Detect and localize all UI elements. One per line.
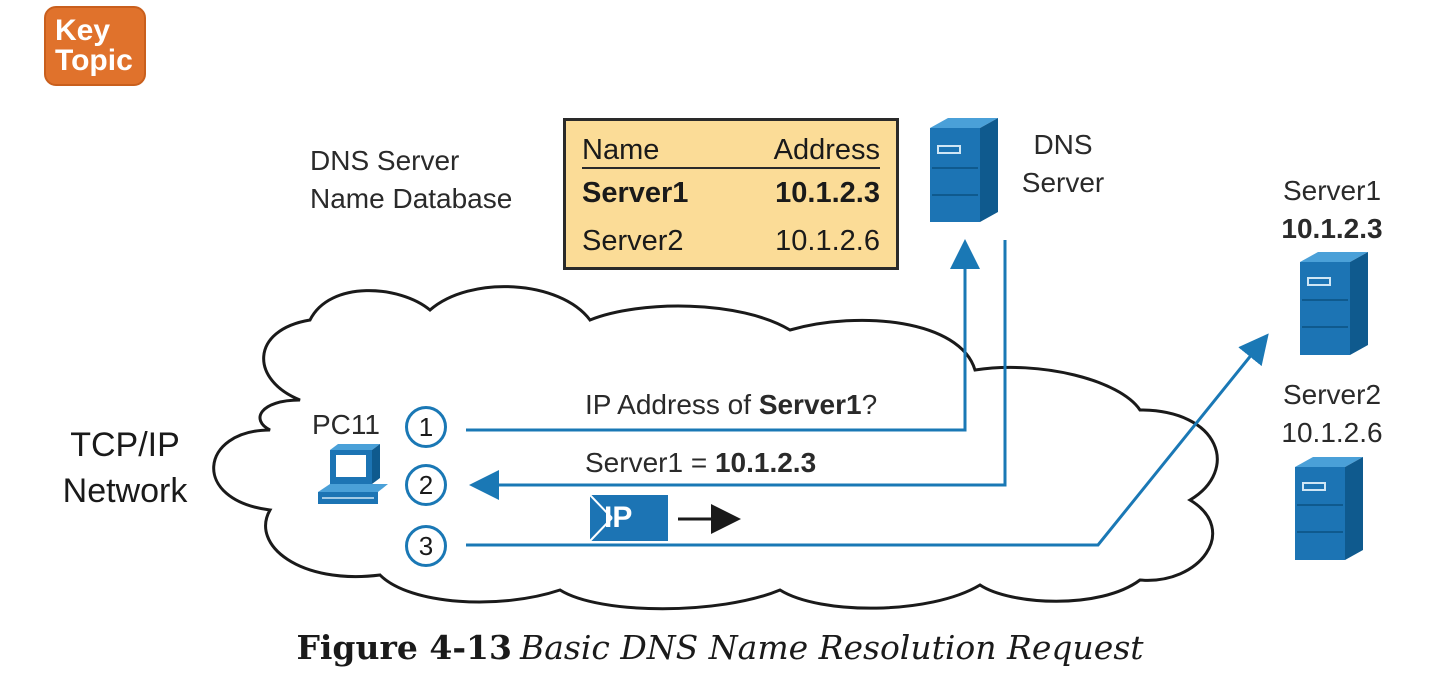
db-label-line2: Name Database: [310, 183, 513, 214]
ip-packet-label: IP: [604, 501, 633, 534]
row-address: 10.1.2.6: [775, 225, 880, 257]
dns-name-table: Name Address Server1 10.1.2.3 Server2 10…: [563, 118, 899, 270]
network-label-line2: Network: [62, 472, 188, 510]
server1-label: Server1 10.1.2.3: [1262, 172, 1402, 248]
row-address: 10.1.2.3: [775, 177, 880, 209]
dns-server-icon: [930, 118, 998, 222]
table-row: Server1 10.1.2.3: [582, 173, 880, 213]
pc-icon: [318, 444, 388, 504]
server1-icon: [1300, 252, 1368, 355]
db-label-line1: DNS Server: [310, 145, 460, 176]
reply-address: 10.1.2.3: [714, 447, 817, 478]
query-message: IP Address of Server1?: [585, 386, 877, 424]
dns-server-label: DNS Server: [1018, 126, 1108, 202]
figure-title: Basic DNS Name Resolution Request: [519, 628, 1144, 667]
server2-name: Server2: [1282, 379, 1382, 410]
network-label: TCP/IP Network: [40, 422, 210, 514]
row-name: Server2: [582, 225, 684, 257]
reply-prefix: Server1 =: [585, 447, 715, 478]
row-name: Server1: [582, 177, 689, 209]
server2-label: Server2 10.1.2.6: [1262, 376, 1402, 452]
header-address: Address: [773, 134, 880, 166]
step-1-marker: 1: [405, 406, 447, 448]
query-name: Server1: [758, 389, 862, 420]
ip-packet-icon: [589, 494, 668, 542]
header-name: Name: [582, 134, 660, 166]
server2-address: 10.1.2.6: [1281, 417, 1383, 448]
db-label: DNS Server Name Database: [310, 142, 512, 218]
reply-message: Server1 = 10.1.2.3: [585, 444, 816, 482]
key-topic-badge: Key Topic: [44, 6, 146, 86]
server2-icon: [1295, 457, 1363, 560]
step-3-marker: 3: [405, 525, 447, 567]
step-2-marker: 2: [405, 464, 447, 506]
query-suffix: ?: [861, 389, 878, 420]
query-arrow: [466, 239, 980, 432]
server1-name: Server1: [1282, 175, 1382, 206]
pc-label: PC11: [312, 409, 380, 440]
key-topic-line2: Topic: [55, 44, 133, 77]
network-label-line1: TCP/IP: [70, 426, 180, 464]
dns-server-label-line1: DNS: [1033, 129, 1093, 160]
connect-arrow: [466, 333, 1269, 547]
dns-server-label-line2: Server: [1021, 167, 1105, 198]
table-row: Server2 10.1.2.6: [582, 221, 880, 261]
table-header-row: Name Address: [582, 131, 880, 169]
server1-address: 10.1.2.3: [1281, 213, 1383, 244]
key-topic-line1: Key: [55, 14, 111, 47]
reply-arrow: [469, 240, 1007, 500]
query-prefix: IP Address of: [585, 389, 759, 420]
figure-number: Figure 4-13: [296, 628, 512, 667]
